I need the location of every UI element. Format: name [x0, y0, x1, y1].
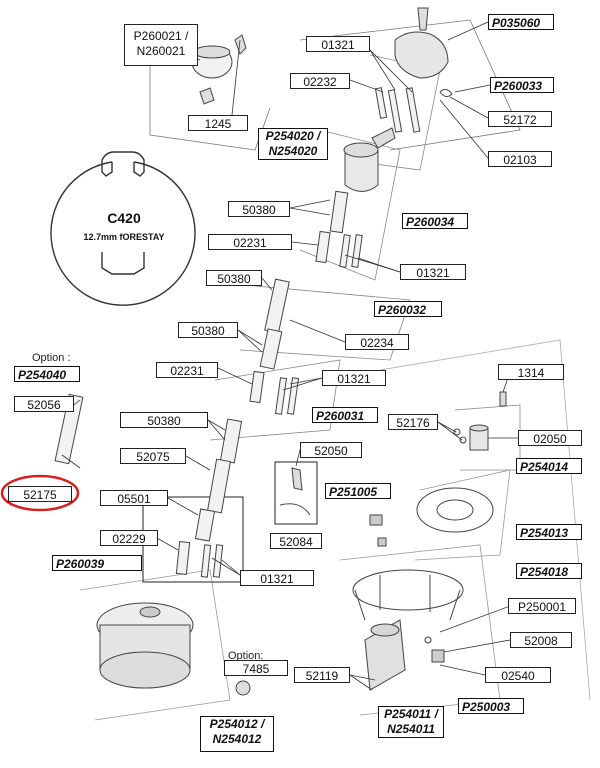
label-7485: 7485: [224, 660, 288, 676]
c420-profile-section: [50, 151, 196, 306]
label-50380-c: 50380: [178, 322, 238, 338]
frame-lower-tube: [209, 359, 341, 441]
label-50380-d: 50380: [120, 412, 208, 428]
option-tube: [54, 393, 84, 465]
bearing-ring: [416, 487, 494, 533]
label-52056: 52056: [14, 396, 74, 412]
label-05501: 05501: [100, 490, 168, 506]
label-02540: 02540: [485, 667, 551, 683]
label-p254014: P254014: [516, 458, 582, 474]
label-p260031: P260031: [312, 407, 378, 423]
label-50380-b: 50380: [206, 270, 262, 286]
label-p260039: P260039: [52, 555, 142, 571]
label-1314: 1314: [498, 364, 564, 380]
leader-lines: [61, 21, 518, 691]
label-02050: 02050: [518, 430, 582, 446]
box-p251005-group: [274, 461, 318, 525]
label-01321-c: 01321: [322, 370, 386, 386]
profile-title: C420: [107, 210, 141, 226]
label-02229: 02229: [100, 530, 158, 546]
label-p254018: P254018: [516, 563, 582, 579]
box-p260039-group: [142, 496, 244, 583]
frame-drum: [79, 569, 231, 721]
frame-upper-tube: [299, 129, 401, 281]
label-02103: 02103: [488, 151, 552, 167]
label-p254040: P254040: [14, 366, 80, 382]
label-02231-a: 02231: [208, 234, 292, 250]
label-02231-b: 02231: [156, 362, 218, 378]
options-label: Option:: [228, 650, 264, 662]
label-p251005: P251005: [325, 483, 391, 499]
label-52008: 52008: [510, 632, 572, 648]
label-p254013: P254013: [516, 524, 582, 540]
label-52075: 52075: [120, 448, 186, 464]
label-52084: 52084: [270, 533, 322, 549]
frame-bottom-right: [379, 339, 591, 701]
option-label: Option :: [32, 352, 71, 364]
label-52175: 52175: [8, 486, 72, 502]
label-52176: 52176: [388, 414, 438, 430]
label-p260021: P260021 /N260021: [124, 24, 198, 66]
label-p260033: P260033: [490, 77, 554, 93]
profile-subtitle: 12.7mm fORESTAY: [83, 232, 165, 242]
halyard-cup: [394, 31, 449, 79]
label-52119: 52119: [294, 667, 350, 683]
label-p250001: P250001: [508, 598, 576, 614]
frame-top-right: [299, 19, 521, 151]
label-p254012: P254012 /N254012: [200, 716, 274, 752]
label-01321-d: 01321: [240, 570, 314, 586]
label-02234: 02234: [345, 334, 409, 350]
label-50380-a: 50380: [228, 201, 290, 217]
label-p260034: P260034: [402, 213, 468, 229]
label-52172: 52172: [488, 111, 552, 127]
label-p254020: P254020 /N254020: [258, 128, 328, 160]
label-52050: 52050: [300, 442, 362, 458]
label-p035060: P035060: [488, 14, 554, 30]
label-01321-top: 01321: [306, 36, 370, 52]
label-p254011: P254011 /N254011: [378, 706, 444, 738]
label-01321-b: 01321: [400, 264, 466, 280]
frame-mid-tube: [239, 284, 411, 361]
cage: [352, 569, 464, 611]
frame-bearing: [414, 469, 511, 561]
label-1245: 1245: [188, 115, 248, 131]
highlight-ellipse-52175: [0, 474, 80, 512]
label-p250003: P250003: [458, 698, 524, 714]
upper-swivel-body: [344, 149, 379, 192]
parts: [54, 7, 507, 696]
label-p260032: P260032: [374, 301, 442, 317]
label-02232: 02232: [290, 73, 350, 89]
